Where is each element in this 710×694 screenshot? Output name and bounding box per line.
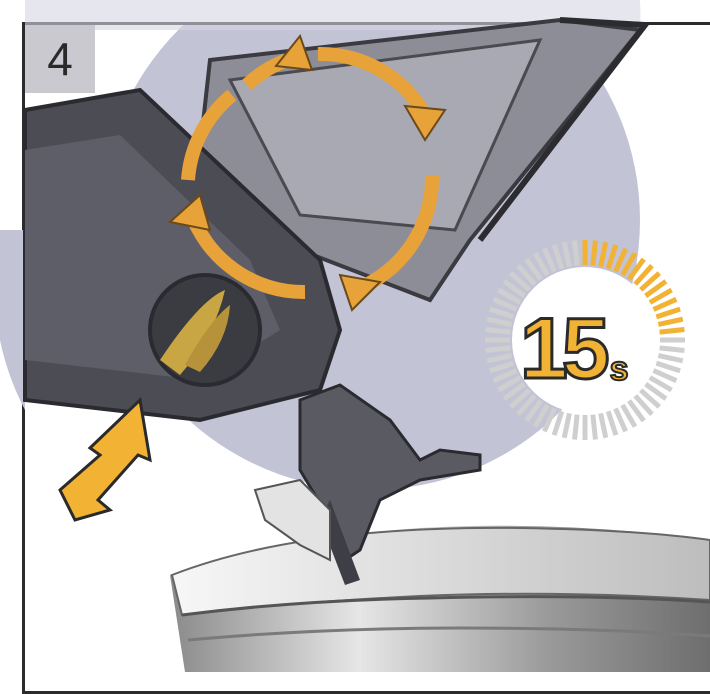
timer-tick <box>486 348 511 351</box>
timer-tick <box>575 415 578 440</box>
step-number-badge: 4 <box>25 25 95 93</box>
timer-label: 15 s <box>520 292 670 392</box>
bucket <box>170 526 710 672</box>
timer-tick <box>575 241 578 266</box>
timer-tick <box>601 413 606 437</box>
timer-tick <box>593 415 596 440</box>
timer-tick <box>593 241 596 266</box>
timer-unit: s <box>610 352 629 386</box>
timer-tick <box>486 330 511 333</box>
timer-value: 15 <box>520 306 604 392</box>
timer-tick <box>564 413 569 437</box>
pointer-arrow-icon <box>60 400 150 520</box>
step-number: 4 <box>47 32 73 86</box>
timer-tick <box>608 411 616 435</box>
